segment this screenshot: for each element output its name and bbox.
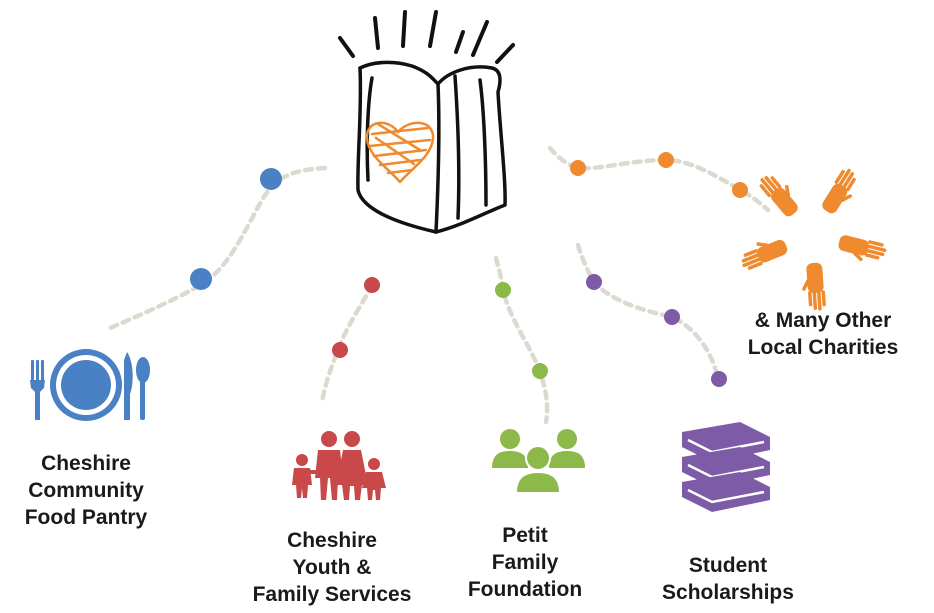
connector-pantry [107, 165, 328, 331]
dot-scholarships-2 [664, 309, 680, 325]
label-line: & Many Other [754, 309, 892, 332]
dot-youth-2 [332, 342, 348, 358]
dot-pantry-2 [190, 268, 212, 290]
label-line: Community [28, 479, 144, 502]
family-icon [292, 431, 386, 500]
label-line: Petit [502, 524, 548, 547]
dot-charities-1 [570, 160, 586, 176]
bag-with-heart-icon [338, 10, 515, 234]
label-line: Scholarships [662, 581, 794, 604]
connector-dots [190, 152, 748, 387]
label-line: Cheshire [41, 452, 131, 475]
label-petit-family-foundation: Petit Family Foundation [455, 522, 595, 603]
stacked-books-icon [682, 422, 770, 512]
label-other-local-charities: & Many Other Local Charities [718, 307, 928, 361]
label-line: Family [491, 551, 559, 574]
connector-youth [319, 282, 375, 405]
label-youth-family-services: Cheshire Youth & Family Services [222, 527, 442, 608]
dot-charities-3 [732, 182, 748, 198]
group-people-icon [492, 429, 585, 494]
dot-petit-1 [495, 282, 511, 298]
dot-scholarships-3 [711, 371, 727, 387]
label-line: Food Pantry [24, 506, 148, 529]
label-line: Student [688, 554, 768, 577]
dot-charities-2 [658, 152, 674, 168]
label-food-pantry: Cheshire Community Food Pantry [0, 450, 172, 531]
label-line: Cheshire [287, 529, 377, 552]
dot-petit-2 [532, 363, 548, 379]
label-line: Family Services [252, 583, 412, 606]
label-line: Local Charities [747, 336, 899, 359]
dot-scholarships-1 [586, 274, 602, 290]
connector-scholarships [575, 242, 721, 383]
plate-fork-knife-spoon-icon [30, 349, 150, 421]
label-student-scholarships: Student Scholarships [648, 552, 808, 606]
label-line: Foundation [467, 578, 583, 601]
dot-pantry-1 [260, 168, 282, 190]
label-line: Youth & [292, 556, 372, 579]
connector-petit [493, 255, 550, 425]
circle-of-hands-icon [741, 168, 887, 311]
dot-youth-1 [364, 277, 380, 293]
